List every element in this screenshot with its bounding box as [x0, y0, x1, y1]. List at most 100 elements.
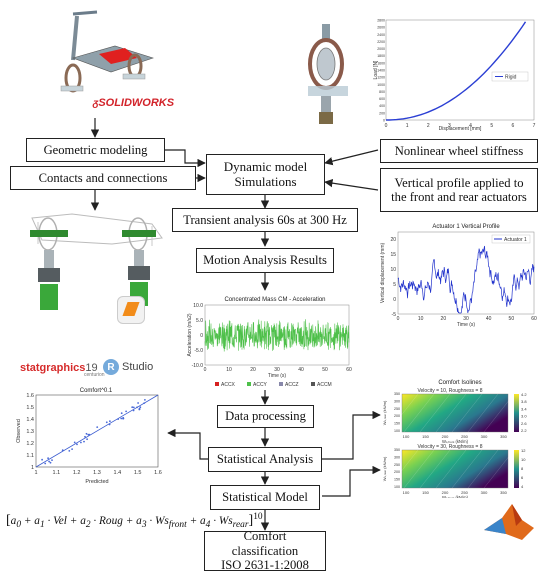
scatter-point	[120, 417, 123, 420]
profile-ytick: 15	[390, 252, 396, 258]
isolines-xtick: 150	[422, 490, 429, 495]
stiffness-ytick: 2400	[377, 33, 385, 37]
scatter-point	[143, 402, 146, 404]
stiffness-ytick: 2000	[377, 47, 385, 51]
accel-legend-label: ACCX	[221, 382, 236, 388]
scatter-xtick: 1.3	[93, 470, 101, 476]
stiffness-ylabel: Load [N]	[373, 60, 379, 80]
isolines-xtick: 200	[442, 490, 449, 495]
profile-xtick: 50	[509, 316, 515, 322]
solidworks-icon: ᵹ	[93, 98, 99, 109]
formula-t3b: · Ws	[146, 514, 169, 527]
formula-t4b: · Ws	[210, 514, 233, 527]
solidworks-logo: ᵹSOLIDWORKS	[93, 97, 174, 109]
data-processing-box: Data processing	[217, 405, 314, 428]
simulation-software-icon	[117, 296, 145, 324]
scatter-point	[86, 438, 88, 441]
stiffness-ytick: 1800	[377, 54, 385, 58]
scatter-xtick: 1.6	[154, 470, 162, 476]
formula-open: [	[6, 512, 11, 528]
isolines-ytick: 100	[394, 429, 400, 433]
statgraphics-version: 19	[85, 362, 98, 374]
scatter-point	[49, 461, 52, 464]
isoline	[419, 449, 451, 489]
accel-legend-swatch	[215, 382, 219, 386]
isolines-ylabel-unit: (kN/m)	[382, 456, 387, 470]
accel-xtick: 30	[274, 367, 280, 373]
isolines-xtick: 200	[442, 434, 449, 439]
dynamic-model-box: Dynamic model Simulations	[206, 154, 325, 195]
profile-legend: Actuator 1	[504, 237, 527, 243]
isolines-colorbar	[514, 450, 519, 488]
scatter-ytick: 1.2	[26, 441, 34, 447]
isolines-ytick: 250	[394, 407, 400, 411]
stiffness-ytick: 1400	[377, 69, 385, 73]
statistical-model-box: Statistical Model	[210, 485, 320, 510]
statgraphics-logo: statgraphics19 centurion	[20, 362, 105, 378]
simulations-label: Simulations	[234, 173, 297, 189]
transient-analysis-box: Transient analysis 60s at 300 Hz	[172, 208, 358, 232]
stiffness-xtick: 4	[469, 123, 472, 129]
profile-ytick: 20	[390, 237, 396, 243]
scatter-point	[132, 409, 135, 412]
geometric-modeling-box: Geometric modeling	[26, 138, 165, 162]
isolines-ytick: 100	[394, 485, 400, 489]
scatter-title: Comfort^0.1	[80, 388, 113, 394]
isoline	[403, 393, 435, 433]
nonlinear-stiffness-label: Nonlinear wheel stiffness	[394, 143, 524, 158]
accel-legend-label: ACCM	[317, 382, 332, 388]
isoline	[483, 393, 515, 433]
accel-ytick: 5.0	[196, 318, 203, 324]
isolines-xtick: 100	[403, 490, 410, 495]
transient-analysis-label: Transient analysis 60s at 300 Hz	[183, 212, 347, 227]
scatter-point	[109, 420, 111, 423]
formula-s1: 1	[39, 520, 45, 531]
isolines-xlabel-main: W	[442, 495, 446, 498]
isolines-ytick: 150	[394, 422, 400, 426]
formula-s0: 0	[16, 520, 22, 531]
formula-exp: 10	[253, 512, 263, 522]
stiffness-ytick: 800	[379, 90, 385, 94]
isolines-xlabel: Ws,front (kN/m)	[442, 439, 469, 444]
contacts-connections-label: Contacts and connections	[38, 170, 168, 185]
isoline	[387, 449, 419, 489]
isolines-ytick: 350	[394, 392, 400, 396]
profile-xtick: 40	[486, 316, 492, 322]
scatter-point	[108, 423, 111, 426]
isolines-xlabel-main: W	[442, 439, 446, 444]
accel-ytick: 0	[200, 333, 203, 339]
isolines-ylabel: Ws,rear (kN/m)	[382, 456, 387, 481]
isolines-xtick: 350	[500, 434, 507, 439]
regression-formula: [a0 + a1 · Vel + a2 · Roug + a3 · Wsfron…	[6, 512, 263, 530]
scatter-point	[76, 443, 78, 446]
profile-xtick: 60	[531, 316, 537, 322]
statistical-model-label: Statistical Model	[222, 490, 308, 505]
data-processing-label: Data processing	[225, 409, 306, 424]
colorbar-tick: 4	[521, 484, 524, 489]
scatter-point	[61, 449, 64, 452]
isoline	[451, 449, 483, 489]
isolines-subtitle: Velocity = 10, Roughness = 8	[417, 388, 482, 394]
scatter-ytick: 1.1	[26, 453, 34, 459]
profile-xtick: 0	[397, 316, 400, 322]
statgraphics-logo-text: statgraphics	[20, 362, 86, 374]
formula-t4: + a	[186, 514, 206, 527]
scatter-ytick: 1.4	[26, 417, 34, 423]
accel-xtick: 50	[322, 367, 328, 373]
scatter-point	[41, 458, 43, 461]
accel-ylabel: Acceleration (m/s2)	[187, 313, 193, 356]
scatter-point	[125, 410, 127, 413]
colorbar-tick: 12	[521, 448, 526, 453]
scatter-point	[44, 462, 47, 465]
isolines-ytick: 300	[394, 399, 400, 403]
isolines-xtick: 300	[481, 434, 488, 439]
formula-s3: 3	[141, 520, 147, 531]
accel-legend-swatch	[311, 382, 315, 386]
isolines-xtick: 250	[461, 490, 468, 495]
comfort-classification-box: Comfort classification ISO 2631-1:2008	[204, 529, 326, 572]
vertical-profile-box: Vertical profile applied to the front an…	[380, 168, 538, 212]
isolines-xtick: 100	[403, 434, 410, 439]
